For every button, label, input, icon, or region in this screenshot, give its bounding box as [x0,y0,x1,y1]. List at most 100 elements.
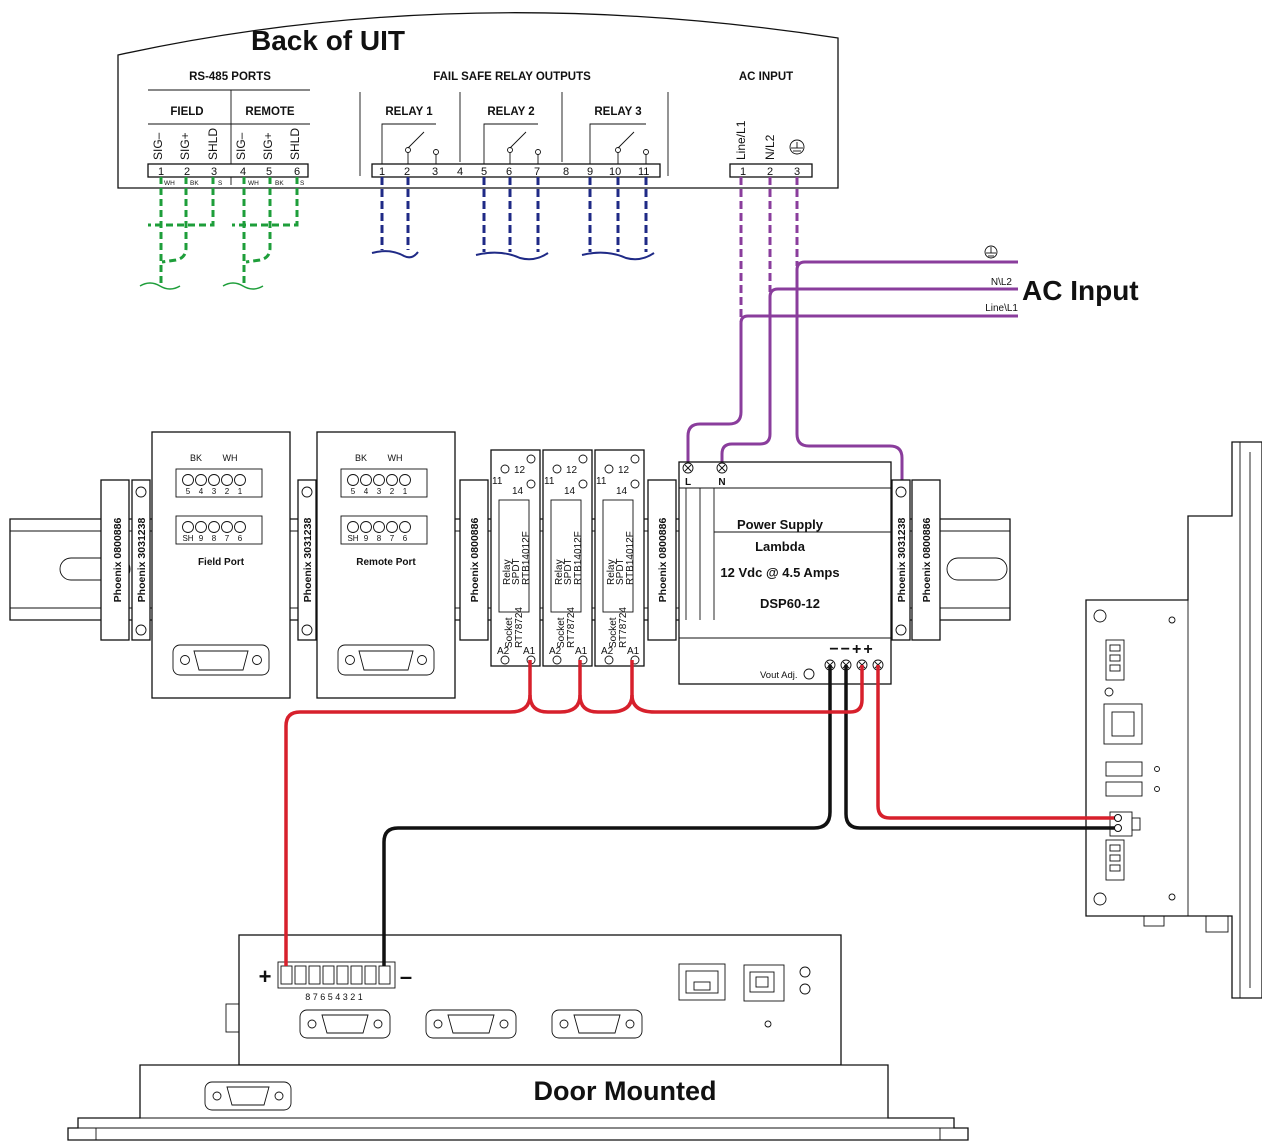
relay-num-6: 6 [506,166,512,178]
field-port-row1-0: 5 [186,487,191,496]
relay-num-11: 11 [638,166,649,178]
door-ethernet-port-icon [678,963,726,1001]
remote-port-row2-2: 8 [377,534,382,543]
rs485-cables [148,177,299,285]
field-port-tag-bk: BK [190,453,202,463]
relay-module-1-part: RTB14012F [521,531,532,585]
relay-module-3-pin-a2: A2 [601,646,614,657]
end-clamp-mid-1-label: Phoenix 3031238 [302,518,314,603]
rs485-tag-1: WH [164,180,175,187]
field-port-row1-1: 4 [199,487,204,496]
ps-label-n: N [718,477,725,488]
relay-module-2: 11 12 14 A2 A1 Relay SPDT RTB14012F Sock… [542,449,593,667]
end-stop-left-label-a: Phoenix 0800886 [112,518,124,603]
relay-module-2-text1: Relay [554,559,565,585]
relay-module-2-part: RTB14012F [573,531,584,585]
remote-port-label: Remote Port [356,557,416,568]
relay-module-3-socket-part: RT78724 [618,607,629,648]
door-minus: – [400,964,412,989]
ac-num-2: 2 [767,166,773,178]
door-title: Door Mounted [534,1076,717,1106]
ps-polarity: −−++ [829,641,874,658]
door-panel-db9-connector [204,1081,292,1111]
uit-title: Back of UIT [251,25,405,56]
rs485-cable-breaks [139,282,264,290]
relay-1-symbol [381,123,439,164]
relay-module-2-socket-part: RT78724 [566,607,577,648]
relay-module-1-text1: Relay [502,559,513,585]
relay-module-1-pin-14: 14 [512,486,524,497]
rs485-num-1: 1 [158,166,164,178]
rs485-pin-label-5: SIG+ [261,132,275,160]
relay-module-2-pin-11: 11 [544,476,555,487]
field-port-module: BK WH 5 4 3 2 1 SH 9 8 7 6 Field Port [151,431,291,699]
relay-num-8: 8 [563,166,569,178]
relay-module-1-socket: Socket [504,617,515,648]
relay-module-1-pin-11: 11 [492,476,503,487]
ps-line3: 12 Vdc @ 4.5 Amps [720,565,839,580]
field-port-row2-1: 9 [199,534,204,543]
end-clamp-mid-1: Phoenix 3031238 [297,479,317,641]
relay-module-3-part: RTB14012F [625,531,636,585]
ac-wires-solid [686,260,1018,488]
dc-wires-red [284,660,1120,966]
power-supply: L N Power Supply Lambda 12 Vdc @ 4.5 Amp… [678,461,892,685]
end-stop-mid-2-label: Phoenix 0800886 [469,518,481,603]
rs485-num-3: 3 [211,166,217,178]
door-db9-connector-1 [299,1009,391,1039]
relay-module-3-socket: Socket [608,617,619,648]
relay-2-symbol [483,123,541,164]
end-stop-left: Phoenix 0800886 Phoenix 3031238 [100,479,151,641]
relay-module-1-socket-part: RT78724 [514,607,525,648]
door-plus: + [259,964,272,989]
relay-cables [380,177,648,252]
ps-line2: Lambda [755,539,806,554]
door-mounted-unit: + – 8 7 6 5 4 3 2 1 [67,934,969,1141]
door-usb-b-port-icon [743,964,785,1002]
field-port-row2-4: 6 [238,534,243,543]
remote-port-db9-connector [337,644,435,676]
field-port-db9-connector [172,644,270,676]
field-port-row1-4: 1 [238,487,243,496]
relay-module-1-text2: SPDT [511,558,522,585]
dc-wires-black [382,665,1118,966]
uit-side-view [1085,441,1262,999]
ground-icon [789,139,805,155]
rs485-field-label: FIELD [170,106,203,118]
remote-port-row1-0: 5 [351,487,356,496]
remote-port-tag-bk: BK [355,453,367,463]
rs485-heading: RS-485 PORTS [189,71,271,83]
remote-port-row2-1: 9 [364,534,369,543]
ps-terminal-l-icon [682,462,694,474]
relay-module-2-text2: SPDT [563,558,574,585]
rs485-num-4: 4 [240,166,246,178]
ps-line4: DSP60-12 [760,596,820,611]
field-port-row2-0: SH [182,534,193,543]
rs485-tag-3: S [218,180,223,187]
relay-module-3-text2: SPDT [615,558,626,585]
relay-terminal-block: 1 2 3 4 5 6 7 8 9 10 11 [371,163,661,178]
rs485-tag-4: WH [248,180,259,187]
rs485-tag-2: BK [190,180,199,187]
rs485-num-6: 6 [294,166,300,178]
relay-module-3: 11 12 14 A2 A1 Relay SPDT RTB14012F Sock… [594,449,645,667]
relay-module-1-pin-12: 12 [514,465,526,476]
end-stop-right: Phoenix 3031238 Phoenix 0800886 [891,479,941,641]
ps-vout-label: Vout Adj. [760,670,798,681]
ac-input-neutral-label: N\L2 [991,277,1013,288]
remote-port-row2-0: SH [347,534,358,543]
relay-module-1-pin-a2: A2 [497,646,510,657]
door-terminal-pins: 8 7 6 5 4 3 2 1 [305,992,363,1002]
relay-num-9: 9 [587,166,593,178]
remote-port-row1-4: 1 [403,487,408,496]
end-stop-mid-3-label: Phoenix 0800886 [657,518,669,603]
ps-terminal-n-icon [716,462,728,474]
relay-2-label: RELAY 2 [487,106,534,118]
relay-num-4: 4 [457,166,463,178]
remote-port-row1-1: 4 [364,487,369,496]
remote-port-row1-3: 2 [390,487,395,496]
relay-num-7: 7 [534,166,540,178]
dc-wire-terminals [1114,814,1122,832]
ac-input-labels: N\L2 Line\L1 AC Input [984,245,1139,314]
